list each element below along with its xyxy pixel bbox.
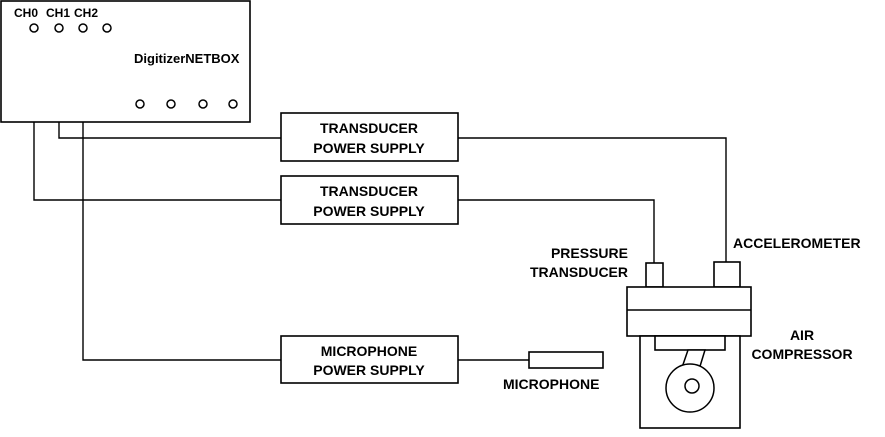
front-port-2 xyxy=(166,99,176,109)
channel-port-ch2 xyxy=(78,23,88,33)
compressor-label-line2: COMPRESSOR xyxy=(751,346,852,362)
supply-frame xyxy=(280,175,459,225)
front-port-4 xyxy=(228,99,238,109)
pressure-transducer-label-line2: TRANSDUCER xyxy=(530,264,628,280)
pressure-transducer-body xyxy=(645,262,664,288)
microphone-label: MICROPHONE xyxy=(503,376,599,392)
transducer-power-supply-top: TRANSDUCER POWER SUPPLY xyxy=(280,112,459,162)
wire-ch2-to-supply-bottom xyxy=(82,31,281,361)
supply-label-line1: MICROPHONE xyxy=(321,343,417,359)
front-port-1 xyxy=(135,99,145,109)
channel-port-ch0 xyxy=(29,23,39,33)
supply-frame xyxy=(280,335,459,384)
channel-label-ch2: CH2 xyxy=(74,6,98,20)
pressure-transducer-label-line1: PRESSURE xyxy=(551,245,628,261)
air-compressor: AIR COMPRESSOR xyxy=(626,261,853,429)
supply-label-line2: POWER SUPPLY xyxy=(313,140,425,156)
front-port-3 xyxy=(198,99,208,109)
channel-label-ch0: CH0 xyxy=(14,6,38,20)
channel-port-ch1 xyxy=(54,23,64,33)
compressor-label-line1: AIR xyxy=(790,327,814,343)
accelerometer-label: ACCELEROMETER xyxy=(733,235,861,251)
microphone-body xyxy=(528,351,604,369)
channel-label-ch1: CH1 xyxy=(46,6,70,20)
supply-label-line1: TRANSDUCER xyxy=(320,183,418,199)
digitizer-frame xyxy=(0,0,251,123)
supply-label-line2: POWER SUPPLY xyxy=(313,362,425,378)
wire-supply-top-to-accelerometer xyxy=(458,137,727,262)
transducer-power-supply-middle: TRANSDUCER POWER SUPPLY xyxy=(280,175,459,225)
digitizer-netbox: CH0 CH1 CH2 DigitizerNETBOX xyxy=(0,0,251,123)
channel-port-ch3 xyxy=(102,23,112,33)
microphone-power-supply: MICROPHONE POWER SUPPLY xyxy=(280,335,459,384)
crank-pin xyxy=(684,378,700,394)
microphone: MICROPHONE xyxy=(503,351,604,392)
supply-label-line2: POWER SUPPLY xyxy=(313,203,425,219)
compressor-cylinder xyxy=(654,335,726,351)
supply-frame xyxy=(280,112,459,162)
supply-label-line1: TRANSDUCER xyxy=(320,120,418,136)
compressor-head xyxy=(626,286,752,337)
wire-supply-middle-to-pressure xyxy=(458,199,655,263)
digitizer-name: DigitizerNETBOX xyxy=(134,51,240,66)
accelerometer-body xyxy=(713,261,741,288)
